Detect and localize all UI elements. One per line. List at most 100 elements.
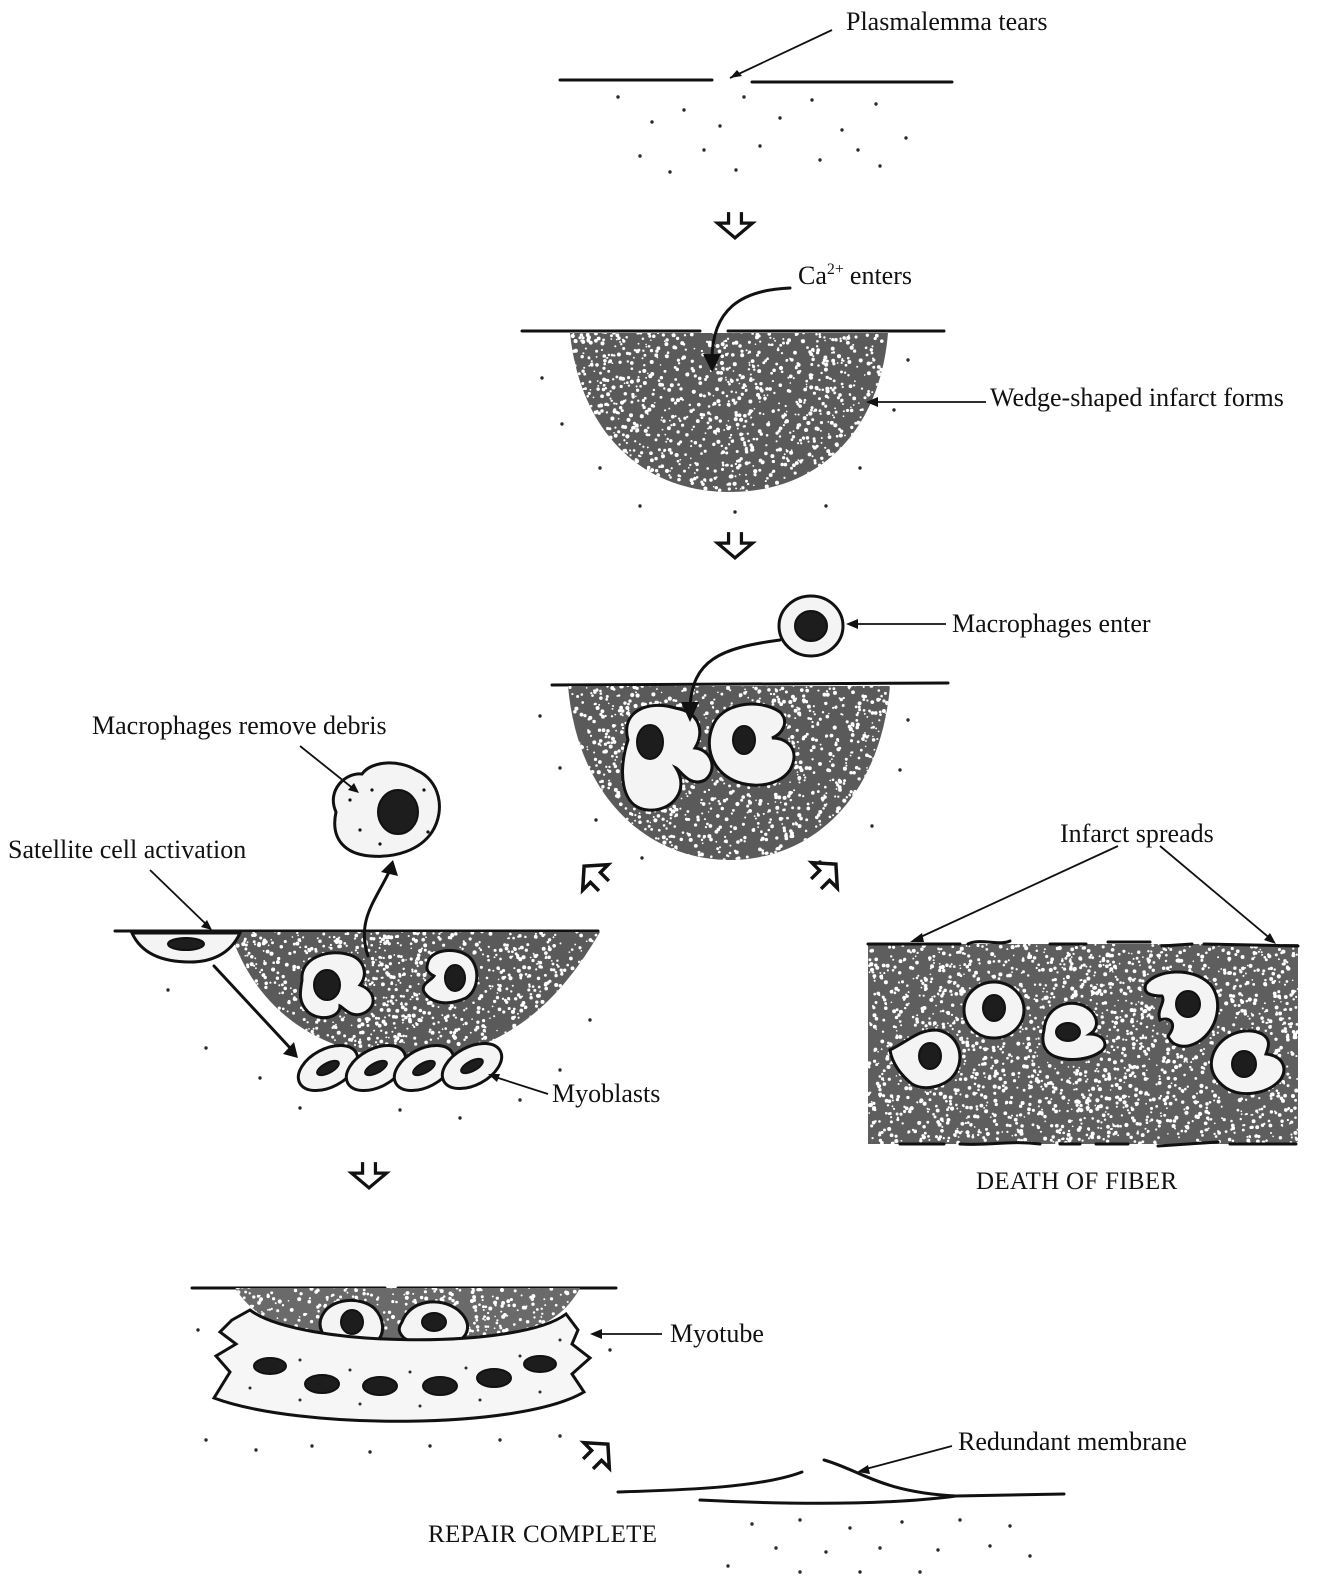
stipple-dot (463, 942, 467, 946)
stipple-dot (690, 440, 692, 442)
stipple-dot (578, 862, 582, 866)
stipple-dot (1223, 969, 1226, 972)
stipple-dot (659, 866, 662, 869)
stipple-dot (618, 709, 621, 712)
stipple-dot (847, 826, 849, 828)
stipple-dot (385, 997, 387, 999)
stipple-dot (259, 936, 262, 939)
stipple-dot (880, 465, 883, 468)
stipple-dot (311, 1030, 314, 1033)
stipple-dot (773, 392, 775, 394)
stipple-dot (853, 384, 855, 386)
stipple-dot (894, 727, 897, 730)
stipple-dot (669, 822, 672, 825)
stipple-dot (820, 413, 822, 415)
stipple-dot (580, 757, 583, 760)
stipple-dot (895, 741, 898, 744)
stipple-dot (608, 440, 611, 443)
stipple-dot (755, 386, 759, 390)
stipple-dot (606, 403, 609, 406)
stipple-dot (444, 1027, 447, 1030)
stipple-dot (438, 933, 440, 935)
stipple-dot (502, 1010, 505, 1013)
stipple-dot (750, 417, 752, 419)
stipple-dot (840, 497, 842, 499)
stipple-dot (833, 391, 836, 394)
stipple-dot (591, 364, 594, 367)
stipple-dot (496, 996, 499, 999)
stipple-dot (1106, 1009, 1108, 1011)
stipple-dot (546, 1012, 549, 1015)
stipple-dot (567, 470, 569, 472)
stipple-dot (555, 998, 558, 1001)
stipple-dot (768, 809, 771, 812)
stipple-dot (240, 964, 244, 968)
stipple-dot (665, 355, 667, 357)
stipple-dot (600, 948, 604, 952)
stipple-dot (738, 464, 742, 468)
stipple-dot (391, 995, 395, 999)
stipple-dot (237, 1033, 239, 1035)
stipple-dot (859, 358, 863, 362)
stipple-dot (226, 1016, 230, 1020)
stipple-dot (661, 417, 663, 419)
stipple-dot (478, 941, 480, 943)
stipple-dot (579, 934, 583, 938)
stipple-dot (864, 786, 867, 789)
stipple-dot (715, 486, 718, 489)
stipple-dot (512, 937, 515, 940)
stipple-dot (694, 866, 697, 869)
stipple-dot (281, 991, 284, 994)
stipple-dot (610, 841, 612, 843)
stipple-dot (433, 1022, 436, 1025)
stipple-dot (1006, 1124, 1009, 1127)
stipple-dot (705, 711, 709, 715)
stipple-dot (850, 406, 852, 408)
stipple-dot (939, 963, 941, 965)
stipple-dot (508, 1047, 512, 1051)
stipple-dot (463, 1038, 466, 1041)
stipple-dot (728, 420, 730, 422)
stipple-dot (787, 459, 790, 462)
stipple-dot (701, 482, 704, 485)
stipple-dot (355, 949, 357, 951)
stipple-dot (849, 384, 853, 388)
stipple-dot (589, 438, 591, 440)
stipple-dot (654, 850, 657, 853)
stipple-dot (524, 1053, 527, 1056)
stipple-dot (671, 844, 673, 846)
stipple-dot (469, 937, 472, 940)
stipple-dot (563, 373, 566, 376)
stipple-dot (814, 408, 817, 411)
stipple-dot (260, 969, 263, 972)
stipple-dot (612, 705, 614, 707)
stipple-dot (506, 1045, 508, 1047)
stipple-dot (225, 991, 228, 994)
stipple-dot (576, 391, 579, 394)
stipple-dot (829, 816, 832, 819)
stipple-dot (650, 360, 654, 364)
stipple-dot (598, 996, 600, 998)
stipple-dot (942, 1010, 945, 1013)
stipple-dot (284, 1032, 288, 1036)
stipple-dot (884, 856, 887, 859)
stipple-dot (739, 433, 743, 437)
stipple-dot (352, 923, 356, 927)
stipple-dot (293, 943, 296, 946)
stipple-dot (255, 967, 257, 969)
stipple-dot (255, 993, 258, 996)
stipple-dot (576, 841, 578, 843)
stipple-dot (254, 943, 256, 945)
stipple-dot (730, 434, 732, 436)
stipple-dot (598, 729, 601, 732)
stipple-dot (603, 851, 607, 855)
stipple-dot (616, 868, 618, 870)
stipple-dot (513, 967, 515, 969)
stipple-dot (800, 442, 802, 444)
stipple-dot (891, 491, 893, 493)
stipple-dot (760, 830, 763, 833)
stipple-dot (981, 1039, 985, 1043)
stipple-dot (892, 493, 894, 495)
stipple-dot (815, 333, 818, 336)
stipple-dot (489, 932, 493, 936)
